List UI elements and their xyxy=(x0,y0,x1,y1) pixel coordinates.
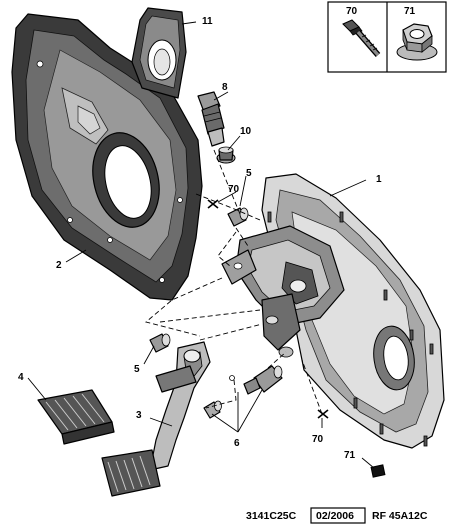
callout-8: 8 xyxy=(222,82,228,93)
callout-2: 2 xyxy=(56,260,62,271)
pedal-pad-part-4 xyxy=(37,389,115,445)
callout-4: 4 xyxy=(18,372,24,383)
date-box xyxy=(310,507,366,524)
callout-5-lower: 5 xyxy=(134,364,140,375)
callouts: 1 2 3 4 5 5 6 8 10 11 70 70 71 xyxy=(18,16,382,461)
spacer-part-5-upper xyxy=(227,207,249,227)
callout-10: 10 xyxy=(240,126,252,137)
spacer-part-5-lower xyxy=(149,333,171,353)
bolt-marker-bottom xyxy=(317,409,329,419)
callout-1: 1 xyxy=(376,174,382,185)
flange-bolt-icon xyxy=(342,19,381,57)
drawing-code: 3141C25C xyxy=(246,510,297,522)
legend-bolt-ref: 70 xyxy=(346,6,358,17)
clip-part-10 xyxy=(216,146,236,164)
callout-71: 71 xyxy=(344,450,356,461)
insulation-panel-part-2 xyxy=(11,13,203,301)
stop-switch-part-8 xyxy=(197,91,225,147)
callout-70-upper: 70 xyxy=(228,184,240,195)
flange-nut-icon xyxy=(396,23,438,61)
callout-3: 3 xyxy=(136,410,142,421)
fastener-legend-box: 70 71 xyxy=(327,1,447,73)
pedal-bracket-part-1 xyxy=(221,173,445,449)
callout-70-lower: 70 xyxy=(312,434,324,445)
pivot-kit-part-6 xyxy=(203,365,283,419)
brake-pedal-part-3 xyxy=(101,341,211,497)
assembly-lines xyxy=(145,149,323,415)
gasket-part-11 xyxy=(131,7,187,99)
callout-5-upper: 5 xyxy=(246,168,252,179)
bolt-marker-top xyxy=(207,199,219,209)
callout-11: 11 xyxy=(202,16,213,27)
nut-marker-bottom xyxy=(370,464,386,478)
leader-lines xyxy=(27,21,375,469)
drawing-date: 02/2006 xyxy=(316,510,354,522)
drawing-reference: RF 45A12C xyxy=(372,510,428,522)
footer: 3141C25C 02/2006 RF 45A12C xyxy=(246,507,428,524)
callout-6: 6 xyxy=(234,438,240,449)
legend-nut-ref: 71 xyxy=(404,6,416,17)
